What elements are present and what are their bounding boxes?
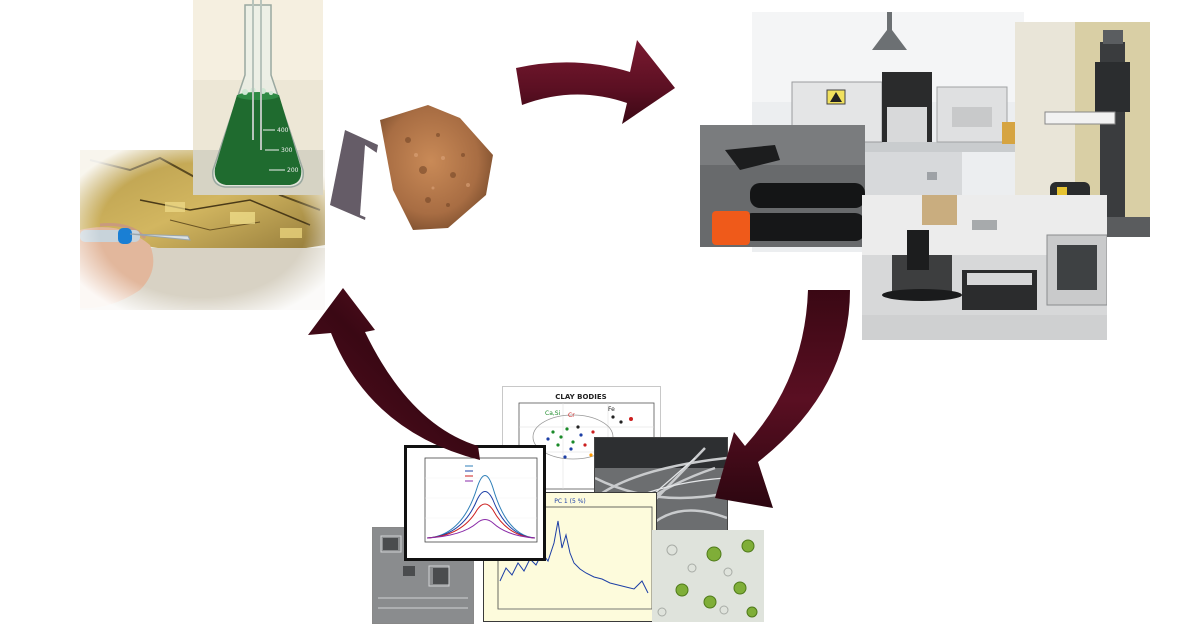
ceramic-sherd-photo <box>368 100 498 240</box>
benchtop-instrument-photo <box>862 195 1107 340</box>
arrow-right <box>715 290 850 508</box>
scatter-title: CLAY BODIES <box>555 393 606 401</box>
shadow-shard <box>320 125 380 225</box>
microalgae-micrograph-panel <box>652 530 764 622</box>
portable-xrf-image <box>700 125 865 247</box>
microalgae-micrograph <box>652 530 764 622</box>
portable-xrf-photo <box>700 125 865 247</box>
svg-text:Cr: Cr <box>568 412 575 419</box>
ceramic-sherd-image <box>380 105 493 230</box>
glow-curve-panel <box>404 445 546 561</box>
arrow-left <box>308 288 480 460</box>
shard-shape <box>330 130 380 220</box>
svg-text:300: 300 <box>281 147 293 154</box>
svg-text:200: 200 <box>287 167 299 174</box>
arrow-top <box>516 40 675 124</box>
benchtop-instrument-image <box>862 195 1107 340</box>
flask-photo: 400 300 200 <box>193 0 323 195</box>
flask-image: 400 300 200 <box>193 0 323 195</box>
svg-text:Ca,Si: Ca,Si <box>545 410 561 417</box>
svg-text:400: 400 <box>277 127 289 134</box>
svg-text:Fe: Fe <box>608 406 615 413</box>
spectrum-label: PC 1 (5 %) <box>554 498 586 505</box>
glow-curve-plot <box>407 448 543 558</box>
